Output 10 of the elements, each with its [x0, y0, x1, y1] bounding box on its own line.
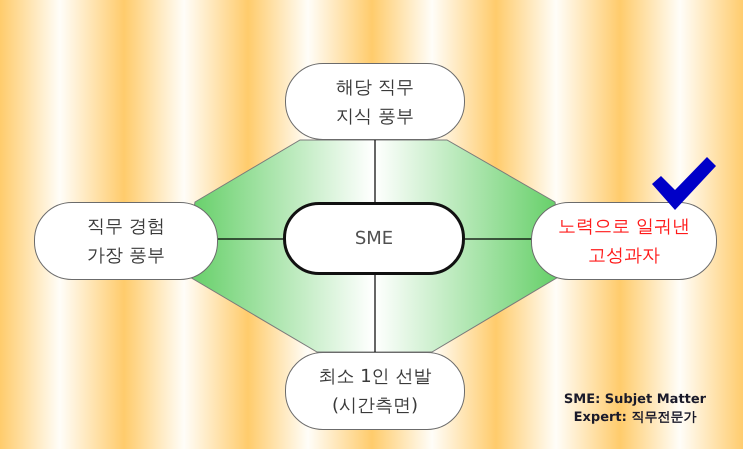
- connector-line: [374, 275, 376, 352]
- connector-line: [465, 238, 531, 240]
- node-text: 해당 직무 지식 풍부: [335, 76, 415, 128]
- node-text: 최소 1인 선발 (시간측면): [318, 365, 432, 418]
- node-text: 노력으로 일궈낸 고성과자: [557, 215, 691, 268]
- connector-line: [374, 140, 376, 202]
- node-text: SME: [354, 227, 394, 251]
- node-text: 직무 경험 가장 풍부: [86, 215, 166, 268]
- footnote-text: SME: Subjet Matter Expert: 직무전문가: [562, 391, 708, 427]
- connector-line: [218, 238, 283, 240]
